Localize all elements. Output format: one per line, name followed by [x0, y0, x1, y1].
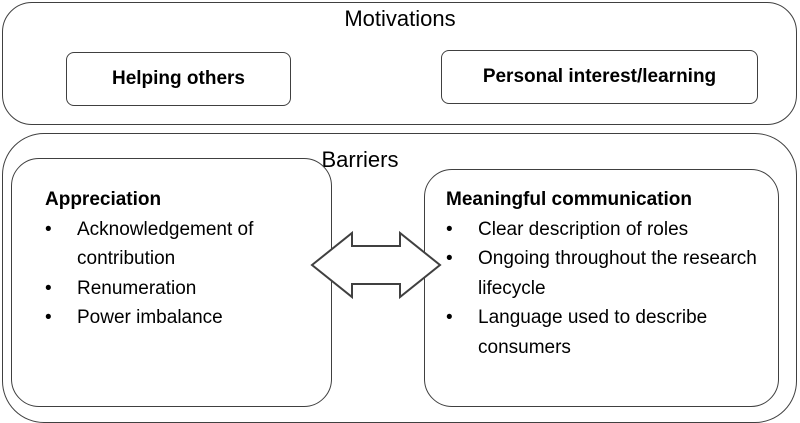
- communication-list: Clear description of roles Ongoing throu…: [446, 215, 771, 363]
- appreciation-item: Acknowledgement of contribution: [45, 215, 330, 274]
- appreciation-heading: Appreciation: [45, 189, 162, 210]
- helping-others-box: Helping others: [66, 52, 291, 106]
- appreciation-content: Appreciation Acknowledgement of contribu…: [45, 185, 330, 333]
- communication-item: Language used to describe consumers: [446, 303, 771, 362]
- personal-interest-box: Personal interest/learning: [441, 50, 758, 104]
- communication-heading: Meaningful communication: [446, 189, 692, 210]
- motivations-title: Motivations: [344, 6, 456, 31]
- appreciation-list: Acknowledgement of contribution Renumera…: [45, 215, 330, 333]
- appreciation-item: Power imbalance: [45, 303, 330, 333]
- appreciation-item: Renumeration: [45, 274, 330, 304]
- communication-item: Clear description of roles: [446, 215, 771, 245]
- barriers-title: Barriers: [321, 147, 399, 172]
- communication-item: Ongoing throughout the research lifecycl…: [446, 244, 771, 303]
- communication-content: Meaningful communication Clear descripti…: [446, 185, 771, 362]
